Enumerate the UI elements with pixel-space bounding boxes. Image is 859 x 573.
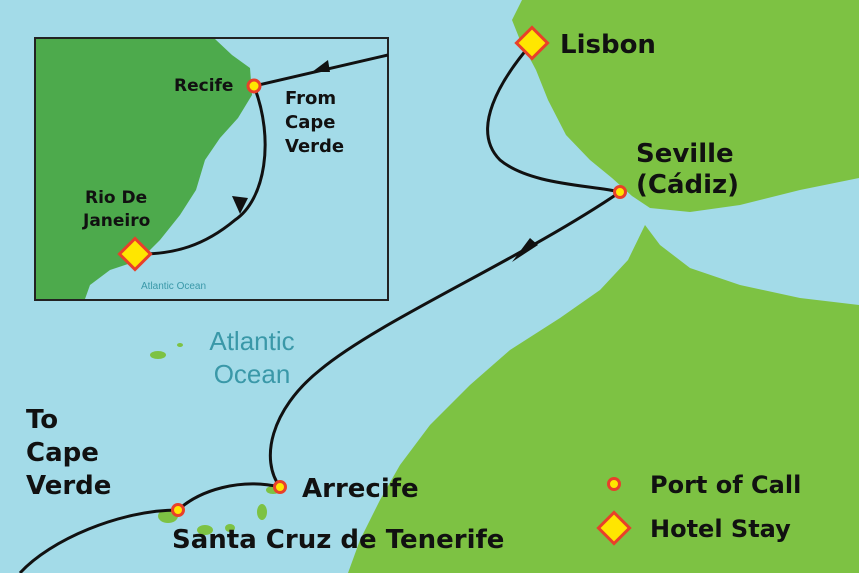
to-cape-verde-label: To	[26, 405, 58, 435]
from-cape-verde-label: Verde	[285, 136, 344, 157]
hotel-marker-lisbon	[514, 25, 550, 61]
port-of-call-icon	[607, 477, 621, 491]
iberia-land	[512, 0, 859, 212]
legend-port-of-call: Port of Call	[650, 471, 801, 499]
from-cape-verde-label: Cape	[285, 112, 335, 133]
seville-label: Seville	[636, 139, 734, 169]
to-cape-verde-label: Cape	[26, 438, 99, 468]
port-marker-seville	[613, 185, 627, 199]
brazil-land	[36, 39, 252, 299]
inset-map: Recife From Cape Verde Rio De Janeiro At…	[34, 37, 389, 301]
route-arrow-icon	[512, 238, 538, 262]
lisbon-label: Lisbon	[560, 30, 656, 60]
recife-label: Recife	[174, 76, 233, 96]
route-arrow-icon	[312, 60, 330, 72]
arrecife-label: Arrecife	[302, 474, 419, 504]
rio-label: Rio De	[85, 188, 147, 208]
from-cape-verde-label: From	[285, 88, 336, 109]
inset-ocean-label: Atlantic Ocean	[141, 281, 206, 292]
ocean-label: Ocean	[214, 359, 291, 389]
hotel-stay-icon	[596, 510, 632, 546]
route-arrow-icon	[232, 196, 248, 214]
to-cape-verde-label: Verde	[26, 471, 111, 501]
rio-label: Janeiro	[82, 211, 150, 231]
port-marker-santa-cruz	[171, 503, 185, 517]
legend-hotel-stay: Hotel Stay	[650, 515, 791, 543]
ocean-label: Atlantic	[209, 326, 294, 356]
hotel-marker-rio	[117, 236, 153, 272]
cadiz-label: (Cádiz)	[636, 170, 739, 200]
africa-land	[348, 225, 859, 573]
legend: Port of Call Hotel Stay	[596, 471, 801, 546]
port-marker-arrecife	[273, 480, 287, 494]
port-marker-recife	[246, 78, 262, 94]
santa-cruz-label: Santa Cruz de Tenerife	[172, 525, 504, 555]
